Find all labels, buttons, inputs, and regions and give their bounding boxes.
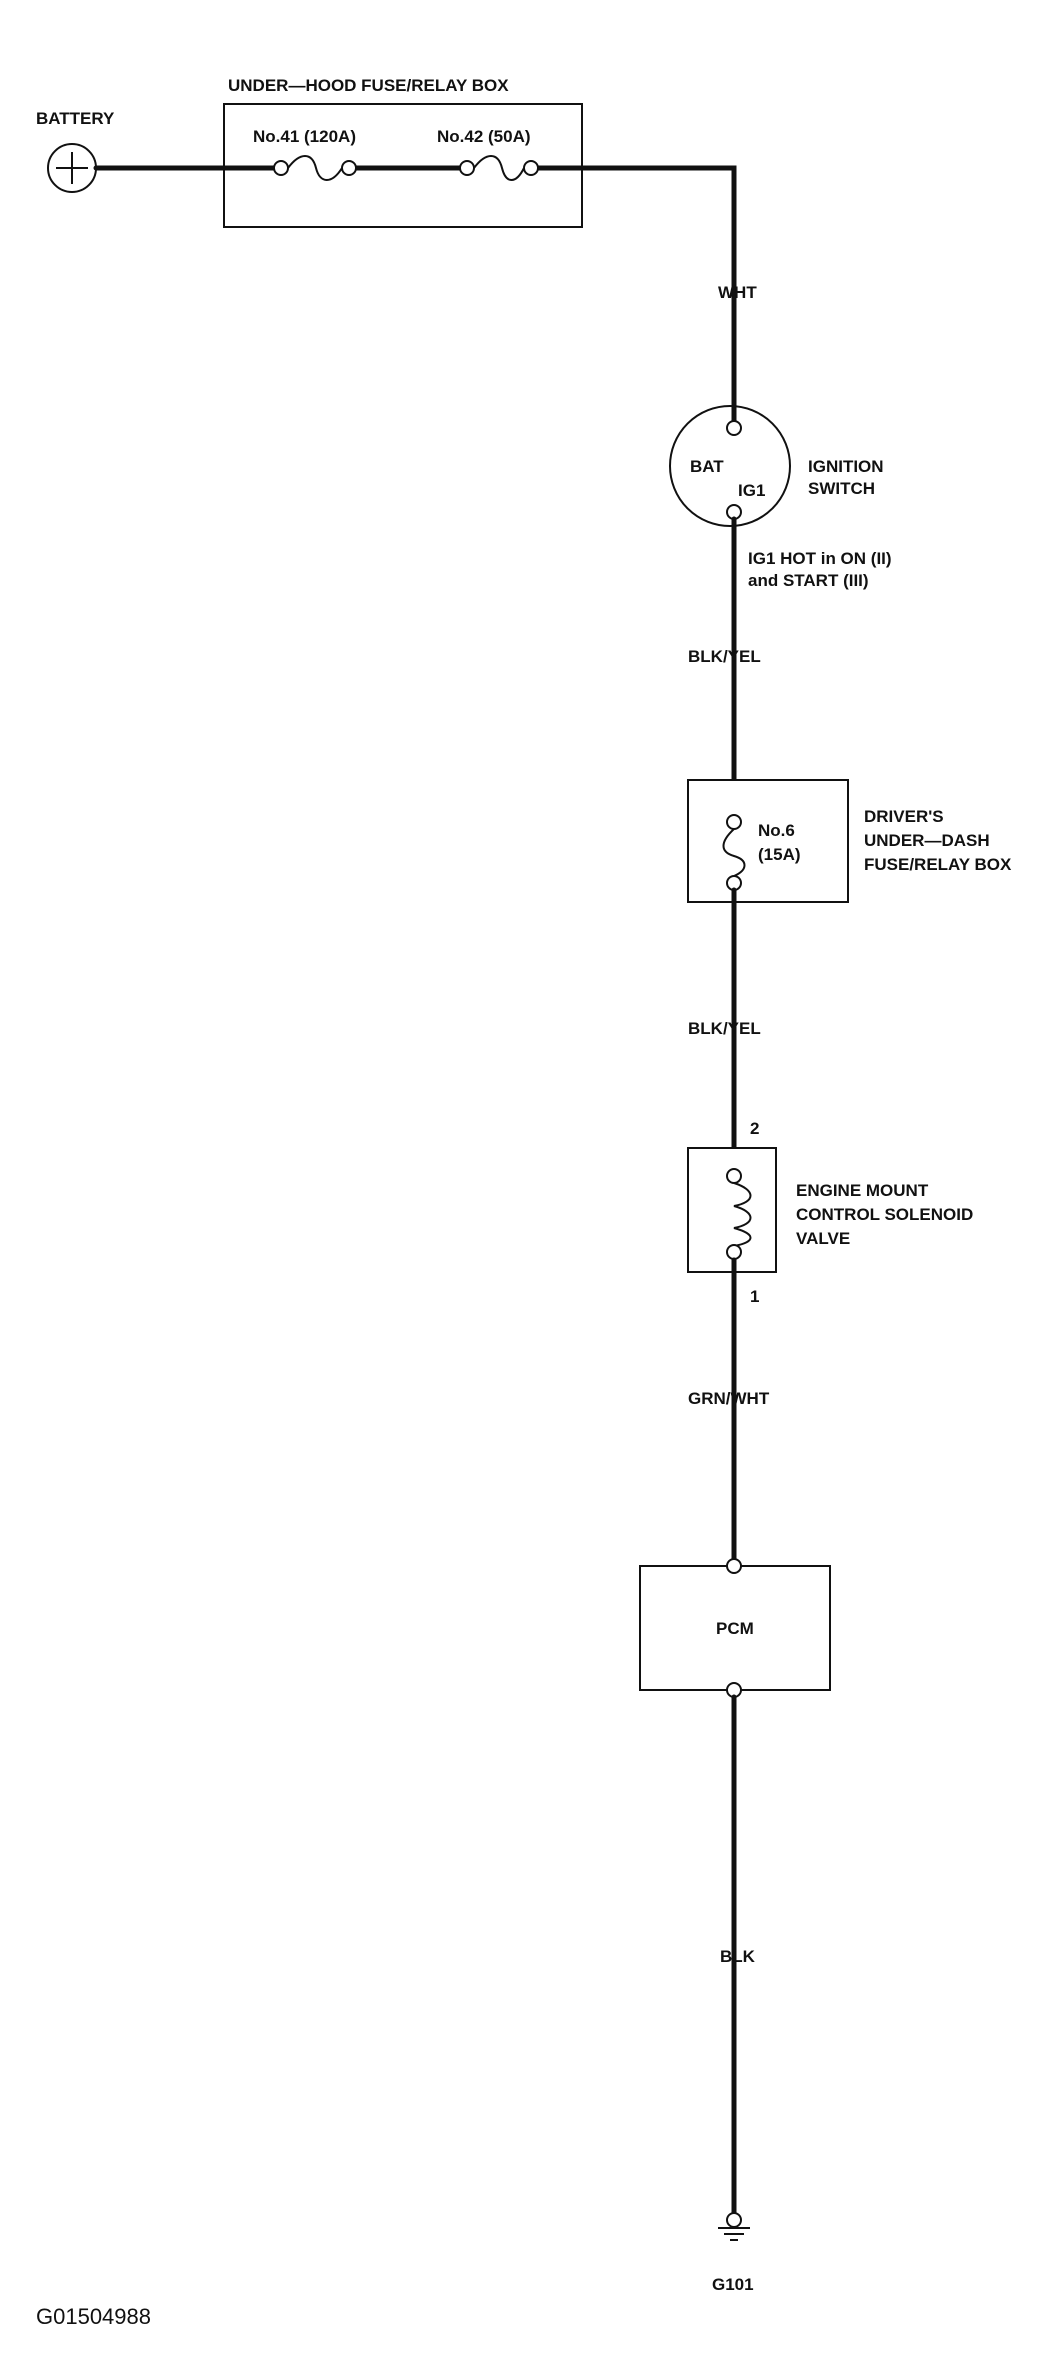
dash-fuse-label-1: No.6 bbox=[758, 821, 795, 840]
dash-fuse-box bbox=[687, 779, 849, 903]
ground-symbol bbox=[718, 2212, 750, 2241]
solenoid-label-3: VALVE bbox=[796, 1229, 850, 1248]
dash-box-label-1: DRIVER'S bbox=[864, 807, 944, 826]
battery-label: BATTERY bbox=[36, 109, 115, 128]
solenoid-pin-2: 2 bbox=[750, 1119, 759, 1138]
ignition-ig1-label: IG1 bbox=[738, 481, 765, 500]
solenoid-label-1: ENGINE MOUNT bbox=[796, 1181, 929, 1200]
ignition-switch-label-1: IGNITION bbox=[808, 457, 884, 476]
pcm-input-terminal bbox=[726, 1558, 742, 1574]
dash-box-label-3: FUSE/RELAY BOX bbox=[864, 855, 1012, 874]
underhood-box-title: UNDER—HOOD FUSE/RELAY BOX bbox=[228, 76, 509, 95]
fuse-6-symbol bbox=[722, 814, 746, 891]
wire-color-blk: BLK bbox=[720, 1947, 756, 1966]
ignition-switch-label-2: SWITCH bbox=[808, 479, 875, 498]
wire-color-wht: WHT bbox=[718, 283, 757, 302]
wire-color-blk-yel-1: BLK/YEL bbox=[688, 647, 761, 666]
ignition-bat-label: BAT bbox=[690, 457, 724, 476]
fuse-41-symbol bbox=[273, 155, 357, 181]
wire-color-grn-wht: GRN/WHT bbox=[688, 1389, 770, 1408]
pcm-label: PCM bbox=[716, 1619, 754, 1638]
solenoid-coil-symbol bbox=[726, 1168, 752, 1260]
dash-box-label-2: UNDER—DASH bbox=[864, 831, 990, 850]
fuse-41-label: No.41 (120A) bbox=[253, 127, 356, 146]
figure-id: G01504988 bbox=[36, 2304, 151, 2329]
ignition-switch bbox=[669, 405, 791, 527]
solenoid-label-2: CONTROL SOLENOID bbox=[796, 1205, 973, 1224]
solenoid-pin-1: 1 bbox=[750, 1287, 759, 1306]
ignition-note-1: IG1 HOT in ON (II) bbox=[748, 549, 892, 568]
fuse-42-symbol bbox=[459, 155, 539, 181]
wire-color-blk-yel-2: BLK/YEL bbox=[688, 1019, 761, 1038]
battery-symbol bbox=[47, 143, 97, 193]
dash-fuse-label-2: (15A) bbox=[758, 845, 801, 864]
ground-label: G101 bbox=[712, 2275, 754, 2294]
ignition-note-2: and START (III) bbox=[748, 571, 869, 590]
fuse-42-label: No.42 (50A) bbox=[437, 127, 531, 146]
ignition-bat-terminal bbox=[726, 420, 742, 436]
pcm-box bbox=[639, 1565, 831, 1691]
